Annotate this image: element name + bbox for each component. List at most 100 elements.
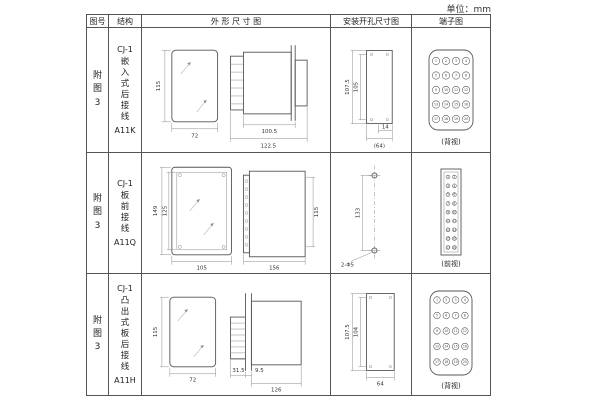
figure-no-label: 附图3	[92, 315, 102, 353]
view-label: (背视)	[441, 381, 461, 390]
terminal-circle	[445, 236, 451, 241]
dim-side-len: 156	[269, 266, 280, 272]
terminal-number: 15	[446, 237, 450, 241]
terminal-number: 10	[444, 329, 448, 333]
terminal-circle	[452, 218, 457, 224]
terminal-number: 6	[445, 74, 447, 78]
terminal-number: 17	[446, 246, 450, 250]
dim-mount-outer: 107.5	[345, 79, 351, 95]
terminal-number: 7	[447, 202, 449, 206]
structure-label: 凸出式板后接线	[120, 295, 130, 373]
terminal-number: 12	[452, 219, 456, 223]
terminal-circle	[452, 326, 460, 335]
terminal-circle	[452, 86, 460, 94]
terminal-circle	[442, 342, 450, 350]
dim-side-height: 115	[314, 207, 320, 217]
terminal-number: 18	[444, 360, 448, 364]
terminal-number: 9	[436, 329, 438, 333]
terminal-number: 8	[464, 313, 466, 317]
terminal-number: 20	[463, 360, 467, 364]
terminal-circle	[462, 115, 470, 123]
dim-mount-total: (64)	[374, 143, 385, 149]
header-structure: 结构	[109, 15, 142, 28]
dim-mount-inner: 104	[354, 326, 360, 337]
terminal-circle	[452, 201, 457, 206]
dim-mount-outer: 107.5	[345, 324, 351, 340]
code-label: A11Q	[114, 238, 136, 248]
terminal-circle	[461, 295, 469, 304]
terminal-number: 3	[455, 298, 457, 302]
terminal-number: 6	[453, 193, 455, 197]
terminal-circle	[442, 71, 450, 80]
terminal-number: 11	[454, 329, 458, 333]
terminal-circle	[445, 227, 451, 232]
dim-side-len: 126	[271, 387, 282, 393]
outline-cell: 115 72 100.5	[142, 28, 331, 153]
dim-front-width: 72	[191, 134, 198, 140]
terminal-number: 19	[454, 360, 458, 364]
outline-drawing-row3: 115 72 31.5 9.5	[153, 292, 302, 393]
dim-hole-spacing: 133	[356, 207, 362, 218]
figure-no-label: 附图3	[92, 71, 102, 108]
terminal-number: 10	[444, 88, 448, 92]
terminal-circle	[461, 326, 469, 335]
terminal-number: 11	[446, 219, 450, 223]
terminal-number: 17	[435, 360, 439, 364]
terminal-circle	[445, 183, 451, 188]
terminal-circle	[452, 183, 457, 188]
dim-side-len1: 100.5	[261, 129, 277, 135]
terminal-circle	[432, 57, 440, 65]
terminal-number: 14	[444, 344, 448, 348]
terminal-circle	[452, 357, 460, 366]
view-label: (背视)	[441, 137, 461, 146]
terminal-number: 12	[463, 329, 467, 333]
terminal-number: 11	[454, 88, 458, 92]
terminal-circle	[452, 57, 460, 65]
dim-front-height: 149	[153, 205, 159, 216]
terminal-circle	[452, 210, 457, 215]
terminal-number: 13	[434, 103, 438, 107]
dim-side-len2: 122.5	[260, 144, 276, 150]
terminal-number: 5	[435, 74, 437, 78]
terminal-circle	[445, 201, 451, 206]
terminal-number: 16	[463, 344, 467, 348]
terminal-circle	[442, 326, 450, 335]
terminal-circle	[452, 245, 457, 250]
terminal-number: 4	[465, 59, 467, 63]
terminal-number: 14	[444, 103, 448, 107]
terminal-circle	[452, 295, 460, 304]
terminal-number: 5	[436, 313, 438, 317]
view-label: (前视)	[441, 259, 461, 268]
mounting-cell: 104 107.5 64	[331, 274, 412, 395]
outline-cell: 115 72 31.5 9.5	[142, 274, 331, 395]
terminal-circle	[452, 192, 457, 197]
holes-label: 2-Φ5	[341, 262, 354, 268]
terminal-circle	[433, 311, 441, 319]
terminal-number: 8	[465, 74, 467, 78]
terminal-number: 5	[447, 193, 449, 197]
terminal-circle	[452, 227, 457, 232]
terminal-circle	[452, 71, 460, 80]
structure-label: 板前接线	[120, 190, 130, 235]
terminal-circle	[445, 245, 451, 250]
terminal-number: 8	[453, 202, 455, 206]
terminal-circle	[432, 100, 440, 109]
terminal-circle	[452, 174, 457, 180]
terminal-number: 16	[464, 103, 468, 107]
terminal-circle	[445, 192, 451, 197]
header-outline-dims: 外 形 尺 寸 图	[142, 15, 331, 28]
structure-label: 嵌入式后接线	[120, 56, 130, 123]
terminal-number: 14	[452, 228, 456, 232]
code-label: A11K	[114, 126, 136, 136]
terminal-circle	[433, 342, 441, 350]
terminal-circle	[452, 115, 460, 123]
dim-board: 9.5	[255, 367, 264, 373]
terminal-circle	[452, 100, 460, 109]
terminal-number: 18	[452, 246, 456, 250]
terminal-number: 13	[446, 228, 450, 232]
terminal-circle	[442, 86, 450, 94]
